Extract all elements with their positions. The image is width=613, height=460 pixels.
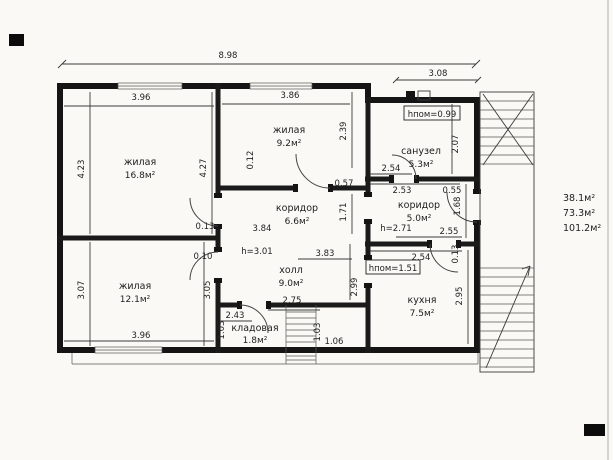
scan-blotch-bottomright bbox=[584, 424, 605, 436]
room-area-living1: 16.8м² bbox=[125, 171, 156, 181]
room-label-kitchen: кухня bbox=[408, 295, 437, 306]
dim-bathroom-w1: 2.54 bbox=[382, 164, 401, 174]
window-living1 bbox=[117, 82, 183, 90]
room-label-storage: кладовая bbox=[231, 323, 278, 334]
window-living3 bbox=[94, 346, 163, 354]
dim-storage-b: 1.06 bbox=[325, 337, 344, 347]
interior-walls bbox=[57, 83, 480, 353]
dim-living1-left: 4.23 bbox=[77, 160, 87, 179]
dim-living1-top: 3.96 bbox=[132, 93, 151, 103]
room-area-kitchen: 7.5м² bbox=[410, 309, 435, 319]
dim-corridor1-w: 3.84 bbox=[253, 224, 272, 234]
height-note-boxes bbox=[365, 105, 461, 275]
dim-hall-w: 3.83 bbox=[316, 249, 335, 259]
basement-ladder bbox=[71, 305, 479, 365]
total-overall-area: 101.2м² bbox=[563, 223, 601, 234]
room-label-corridor2: коридор bbox=[398, 200, 440, 211]
scan-artifacts bbox=[9, 0, 609, 460]
total-living-area: 38.1м² bbox=[563, 193, 595, 204]
dim-hall-right: 2.99 bbox=[350, 278, 360, 297]
dim-living2-top: 3.86 bbox=[281, 91, 300, 101]
note-hall-height: h=3.01 bbox=[241, 247, 272, 257]
room-label-living1: жилая bbox=[124, 157, 156, 168]
dim-living2-right: 2.39 bbox=[339, 122, 349, 141]
door-living2 bbox=[295, 153, 331, 189]
door-living1 bbox=[189, 197, 219, 227]
room-area-bathroom: 5.3м² bbox=[409, 160, 434, 170]
dim-corridor2-jamb: 0.13 bbox=[451, 245, 461, 264]
note-bathroom-height: hпом=0.99 bbox=[408, 110, 457, 120]
dim-bathroom-right: 2.07 bbox=[451, 135, 461, 154]
note-corridor2-height: h=2.71 bbox=[380, 224, 411, 234]
stair-treads-lower bbox=[480, 267, 534, 368]
dim-corridor2-right: 1.68 bbox=[453, 197, 463, 216]
room-area-living3: 12.1м² bbox=[120, 295, 151, 305]
room-area-hall: 9.0м² bbox=[279, 279, 304, 289]
dim-storage-right: 1.03 bbox=[313, 323, 323, 342]
room-label-living2: жилая bbox=[273, 125, 305, 136]
vent-ducts bbox=[406, 90, 431, 101]
dimension-lines bbox=[57, 59, 482, 346]
dim-living3-right: 3.05 bbox=[203, 281, 213, 300]
door-jambs bbox=[214, 175, 481, 309]
dim-corridor2-bottom: 2.54 bbox=[412, 253, 431, 263]
dim-kitchen-right: 2.95 bbox=[455, 287, 465, 306]
window-living2 bbox=[249, 82, 313, 90]
dim-right-width: 3.08 bbox=[429, 69, 448, 79]
dim-overall-width: 8.98 bbox=[219, 51, 238, 61]
dim-corridor2-w: 2.55 bbox=[440, 227, 459, 237]
dim-living2-bottom: 0.57 bbox=[335, 179, 354, 189]
room-area-storage: 1.8м² bbox=[243, 336, 268, 346]
dim-corridor1-jamb2: 0.10 bbox=[194, 252, 213, 262]
dim-corridor1-right: 1.71 bbox=[339, 203, 349, 222]
dim-living2-jamb: 0.12 bbox=[246, 151, 256, 170]
dim-corridor1-jamb1: 0.13 bbox=[196, 222, 215, 232]
door-kitchen bbox=[429, 243, 459, 273]
stair-direction-arrow bbox=[485, 265, 531, 369]
room-label-corridor1: коридор bbox=[276, 203, 318, 214]
dim-living3-left: 3.07 bbox=[77, 281, 87, 300]
dim-storage-left: 1.03 bbox=[217, 321, 227, 340]
labels: 8.98 3.08 3.96 4.23 4.27 жилая 16.8м² 3.… bbox=[77, 51, 601, 347]
dim-storage-w1: 2.43 bbox=[226, 311, 245, 321]
room-label-living3: жилая bbox=[119, 281, 151, 292]
note-kitchen-height: hпом=1.51 bbox=[369, 264, 418, 274]
dim-living3-bottom: 3.96 bbox=[132, 331, 151, 341]
dim-bathroom-w2: 2.53 bbox=[393, 186, 412, 196]
dim-living1-right: 4.27 bbox=[199, 159, 209, 178]
stair-diagonal-2 bbox=[482, 93, 534, 166]
staircase-right bbox=[479, 91, 535, 373]
room-label-bathroom: санузел bbox=[401, 146, 441, 157]
room-label-hall: холл bbox=[279, 265, 303, 276]
total-usable-area: 73.3м² bbox=[563, 208, 595, 219]
door-arcs bbox=[189, 153, 478, 334]
windows bbox=[94, 82, 313, 354]
door-living3 bbox=[189, 251, 219, 281]
door-storage bbox=[239, 304, 269, 334]
dim-storage-w2: 2.75 bbox=[283, 296, 302, 306]
scan-blotch-topleft bbox=[9, 34, 24, 46]
door-entry bbox=[446, 191, 478, 223]
dim-bathroom-jamb: 0.55 bbox=[443, 186, 462, 196]
room-area-corridor1: 6.6м² bbox=[285, 217, 310, 227]
room-area-living2: 9.2м² bbox=[277, 139, 302, 149]
room-area-corridor2: 5.0м² bbox=[407, 214, 432, 224]
door-bathroom bbox=[391, 154, 417, 180]
